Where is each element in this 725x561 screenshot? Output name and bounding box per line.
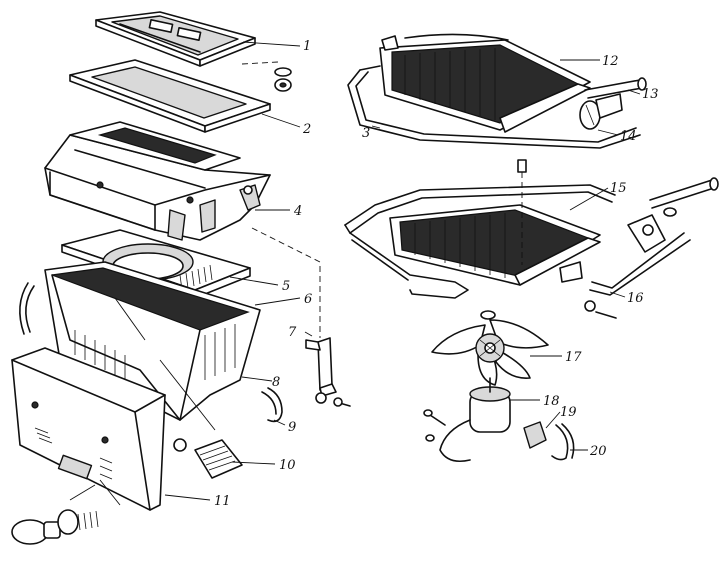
callout-14: 14 <box>620 129 637 144</box>
callout-2: 2 <box>302 122 311 137</box>
callout-9: 9 <box>288 420 296 435</box>
callout-1: 1 <box>303 39 311 54</box>
callout-3: 3 <box>362 126 370 141</box>
callout-20: 20 <box>589 444 607 459</box>
part-11-front-panel <box>11 347 166 511</box>
part-16-pipe-assembly <box>559 177 719 319</box>
part-12-radiator-core <box>379 33 591 133</box>
part-2-gasket-frame <box>69 59 271 133</box>
callout-labels: 1 2 3 4 5 6 7 8 9 10 11 12 13 14 15 16 1… <box>214 39 659 509</box>
part-9-clip <box>261 387 283 423</box>
part-18-motor <box>423 377 511 463</box>
part-19-rubber-block <box>523 421 547 449</box>
callout-17: 17 <box>565 350 582 365</box>
part-6-lower-housing <box>44 261 261 431</box>
part-7-bracket <box>251 227 337 397</box>
part-left-spring-clip <box>19 282 35 335</box>
callout-16: 16 <box>627 291 644 306</box>
callout-18: 18 <box>543 394 560 409</box>
callout-7: 7 <box>288 325 297 340</box>
callout-10: 10 <box>279 458 296 473</box>
callout-6: 6 <box>304 292 312 307</box>
part-10-resistor <box>173 438 243 479</box>
callout-15: 15 <box>610 181 627 196</box>
part-14-valve <box>579 93 623 130</box>
leader-lines <box>164 41 641 501</box>
part-15-lower-radiator <box>389 159 601 286</box>
part-13-tube <box>584 77 647 99</box>
part-20-clip <box>551 423 575 461</box>
callout-8: 8 <box>272 375 280 390</box>
callout-19: 19 <box>560 405 577 420</box>
callout-4: 4 <box>293 204 302 219</box>
screw-hardware <box>315 392 351 407</box>
part-1-nuts <box>241 61 292 92</box>
knob-and-stud <box>11 479 121 545</box>
part-17-fan <box>431 310 549 386</box>
callout-12: 12 <box>602 54 619 69</box>
part-4-upper-housing <box>44 121 271 241</box>
callout-11: 11 <box>214 494 231 509</box>
callout-5: 5 <box>282 279 290 294</box>
part-1-top-cover <box>95 11 256 67</box>
callout-13: 13 <box>642 87 659 102</box>
part-3-support-frame <box>347 65 641 149</box>
